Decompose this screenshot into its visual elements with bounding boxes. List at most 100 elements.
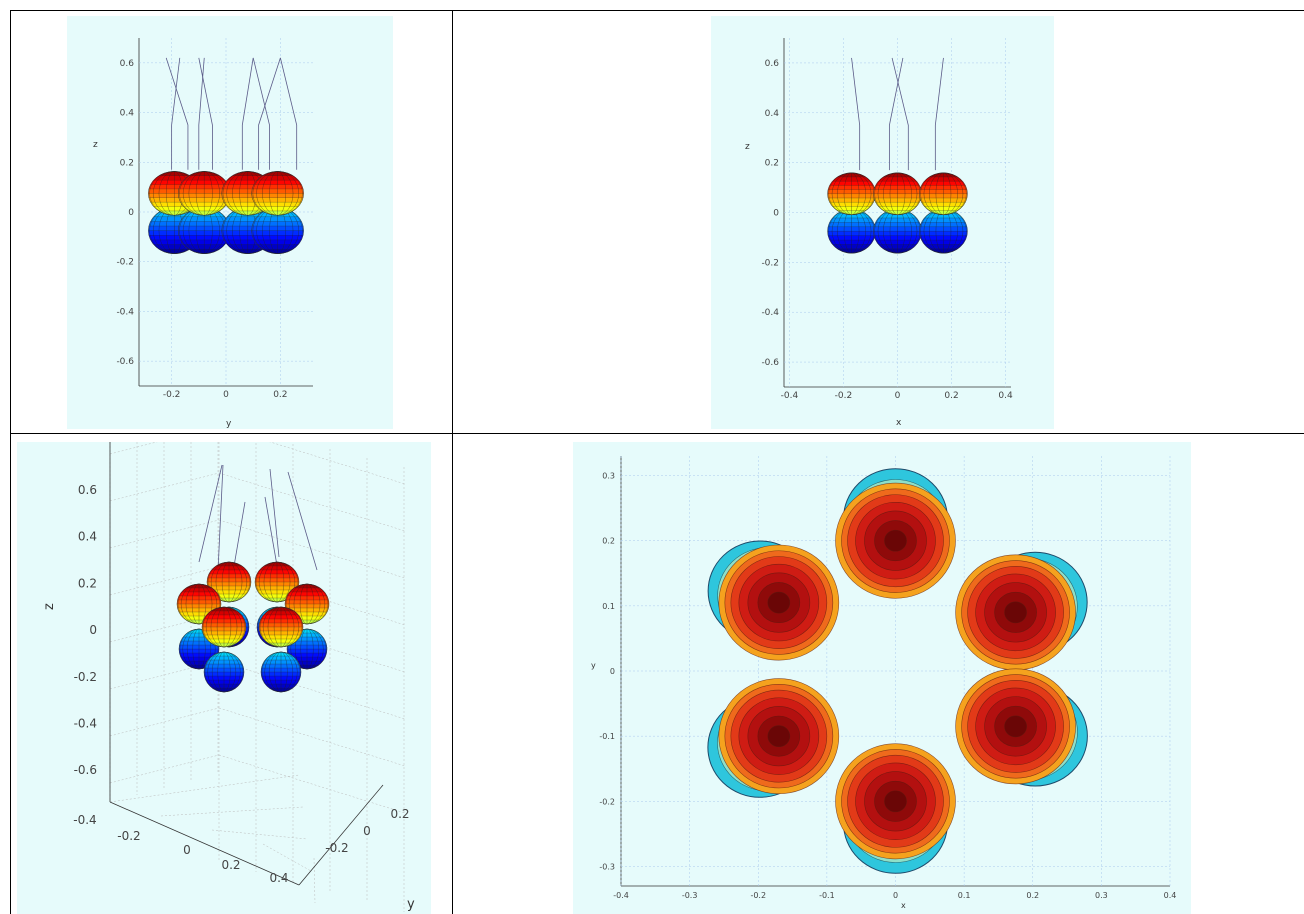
- grid-line: [109, 472, 220, 502]
- y-tick-label: 0.4: [765, 109, 780, 119]
- grid-line: [218, 660, 406, 720]
- y-tick-label: 0: [773, 209, 779, 219]
- grid-line: [109, 774, 300, 803]
- grid-line: [160, 806, 304, 817]
- y-axis-label: z: [745, 142, 750, 152]
- lower-lobe: [873, 208, 922, 254]
- z-tick-label: 0.4: [78, 530, 97, 544]
- grid-line: [218, 754, 406, 814]
- wire: [851, 57, 861, 171]
- upper-lobe: [251, 171, 304, 216]
- x-tick-label: 0.4: [998, 391, 1013, 401]
- lower-lobe: [260, 651, 302, 693]
- wire: [888, 57, 904, 171]
- wire: [165, 57, 189, 170]
- y-tick-label: -0.6: [116, 357, 134, 367]
- grid-line: [218, 519, 406, 579]
- x-tick-label: -0.4: [613, 891, 629, 900]
- z-axis-label: z: [42, 603, 57, 610]
- x-tick-label: -0.3: [682, 891, 698, 900]
- y-tick-label: 0.4: [120, 109, 135, 119]
- x-axis-label: x: [901, 901, 906, 910]
- x-tick-label: -0.4: [781, 391, 799, 401]
- upper-lobe: [254, 561, 300, 603]
- grid-line: [211, 829, 308, 840]
- x-tick-label: 0.4: [1164, 891, 1177, 900]
- z-tick-label: -0.6: [74, 763, 97, 777]
- contour-blob: [718, 544, 840, 661]
- y-axis-label: y: [591, 661, 596, 670]
- x-tick-label: 0: [893, 891, 898, 900]
- x-tick-label: 0.2: [221, 858, 240, 872]
- grid-line: [109, 754, 220, 784]
- wire: [934, 57, 944, 171]
- y-tick-label: 0.2: [120, 158, 134, 168]
- z-tick-label: -0.2: [74, 670, 97, 684]
- y-tick-label: 0.6: [765, 59, 780, 69]
- y-tick-label: -0.2: [599, 797, 615, 806]
- wire: [198, 464, 223, 563]
- grid-line: [109, 519, 220, 549]
- y-tick-label: 0: [128, 208, 134, 218]
- wire: [198, 57, 213, 170]
- z-tick-label: 0: [89, 623, 97, 637]
- y-tick-label: -0.3: [599, 862, 615, 871]
- grid-line: [109, 707, 220, 737]
- lower-lobe: [203, 651, 245, 693]
- y-tick-label: 0.2: [602, 537, 615, 546]
- y-tick-label: -0.1: [599, 732, 615, 741]
- y-axis-line: [298, 784, 384, 886]
- x-tick-label: 0.2: [944, 391, 958, 401]
- upper-lobe: [919, 172, 968, 216]
- x-tick-label: -0.2: [117, 829, 140, 843]
- y-tick-label: -0.2: [761, 258, 779, 268]
- upper-lobe: [201, 606, 247, 648]
- y-tick-label: 0.2: [390, 807, 409, 821]
- y-axis-label: y: [407, 897, 415, 912]
- wire: [241, 57, 254, 170]
- lower-lobe: [827, 208, 876, 254]
- lower-lobe: [286, 628, 328, 670]
- upper-lobe: [284, 583, 330, 625]
- wire: [279, 57, 298, 170]
- row-divider: [10, 433, 1304, 434]
- upper-lobe: [873, 172, 922, 216]
- y-tick-label: -0.2: [325, 841, 348, 855]
- contour-blob: [835, 482, 956, 599]
- plot-perspective-svg: 0.60.40.20-0.2-0.4-0.6-0.4-0.200.20.40.2…: [42, 442, 415, 912]
- wire: [171, 57, 181, 170]
- x-tick-label: 0: [223, 390, 229, 400]
- upper-lobe: [178, 171, 231, 216]
- wire: [252, 57, 270, 170]
- x-tick-label: 0.2: [273, 390, 287, 400]
- x-axis-label: y: [226, 419, 232, 429]
- x-tick-label: 0.2: [1026, 891, 1039, 900]
- y-tick-label: 0: [363, 824, 371, 838]
- x-tick-label: -0.1: [819, 891, 835, 900]
- z-tick-label: 0.2: [78, 576, 97, 590]
- y-tick-label: -0.6: [761, 358, 779, 368]
- grid-line: [109, 442, 158, 455]
- y-tick-label: 0.6: [120, 59, 135, 69]
- grid-line: [109, 566, 220, 596]
- x-tick-label: -0.4: [73, 813, 96, 827]
- wire: [269, 468, 280, 558]
- y-tick-label: 0: [610, 667, 615, 676]
- y-axis-label: z: [93, 140, 98, 150]
- z-tick-label: -0.4: [74, 717, 97, 731]
- grid-line: [313, 857, 316, 904]
- grid-line: [218, 472, 406, 532]
- x-tick-label: -0.2: [835, 391, 853, 401]
- column-divider: [452, 10, 453, 914]
- y-tick-label: -0.4: [116, 307, 134, 317]
- x-tick-label: -0.2: [750, 891, 766, 900]
- y-tick-label: 0.2: [765, 159, 779, 169]
- y-tick-label: 0.1: [602, 602, 615, 611]
